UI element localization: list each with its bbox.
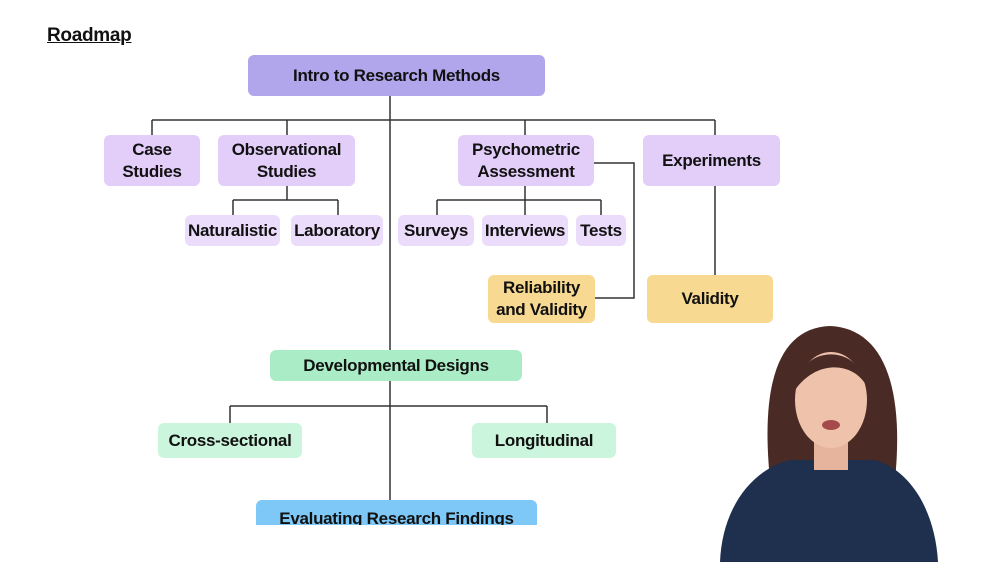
node-validity: Validity [647,275,773,323]
node-longitudinal: Longitudinal [472,423,616,458]
node-case-studies: Case Studies [104,135,200,186]
node-observational-studies: Observational Studies [218,135,355,186]
node-developmental-designs: Developmental Designs [270,350,522,381]
node-tests: Tests [576,215,626,246]
node-intro-research-methods: Intro to Research Methods [248,55,545,96]
node-experiments: Experiments [643,135,780,186]
node-psychometric-assessment: Psychometric Assessment [458,135,594,186]
node-cross-sectional: Cross-sectional [158,423,302,458]
roadmap-title: Roadmap [47,25,132,46]
node-interviews: Interviews [482,215,568,246]
node-reliability-and-validity: Reliability and Validity [488,275,595,323]
node-naturalistic: Naturalistic [185,215,280,246]
node-laboratory: Laboratory [291,215,383,246]
node-surveys: Surveys [398,215,474,246]
presenter-video [720,326,938,562]
node-evaluating-research-findings: Evaluating Research Findings [256,500,537,525]
